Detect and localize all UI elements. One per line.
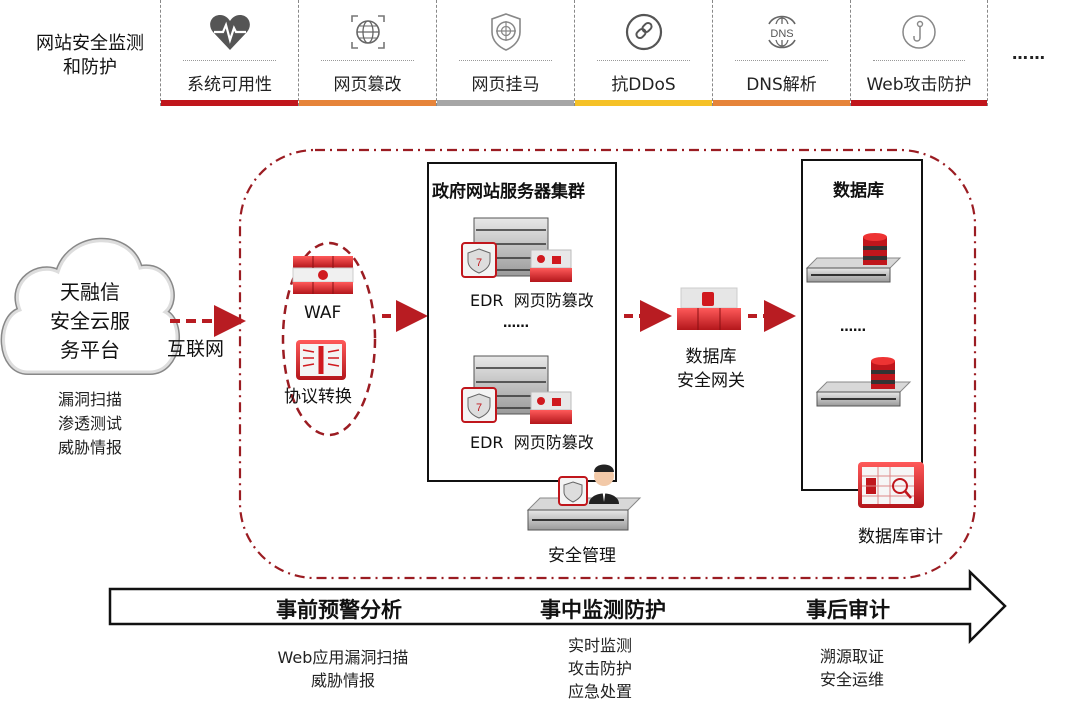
cloud-service-item: 威胁情报 xyxy=(57,438,122,457)
db-audit-label: 数据库审计 xyxy=(858,527,943,547)
hook-icon xyxy=(902,15,936,49)
heartbeat-icon xyxy=(209,15,250,50)
protocol-converter-icon xyxy=(296,340,346,380)
cluster-ellipsis: …… xyxy=(503,316,529,331)
cloud-label-line1: 天融信 xyxy=(60,280,120,304)
edr-shield-icon: 7 xyxy=(461,242,497,278)
stage-title-in-event: 事中监测防护 xyxy=(540,598,666,622)
feature-color-bar xyxy=(851,100,987,106)
divider xyxy=(873,60,965,61)
cloud-label-line3: 务平台 xyxy=(60,338,120,362)
db-gateway-label: 数据库 安全网关 xyxy=(676,345,746,393)
feature-color-bar xyxy=(437,100,574,106)
feature-label: 网页篡改 xyxy=(333,75,402,95)
stage-title-pre-event: 事前预警分析 xyxy=(276,598,402,622)
stage-items-in-event: 实时监测 攻击防护 应急处置 xyxy=(560,634,640,703)
edr-shield-icon: 7 xyxy=(461,387,497,423)
divider xyxy=(459,60,552,61)
waf-icon xyxy=(292,256,354,294)
cloud-service-item: 渗透测试 xyxy=(57,414,122,433)
db-gateway-label-line2: 安全网关 xyxy=(677,371,745,391)
stage-items-post-event: 溯源取证 安全运维 xyxy=(812,645,892,691)
svg-text:DNS: DNS xyxy=(770,28,793,40)
feature-color-bar xyxy=(299,100,436,106)
feature-label: 抗DDoS xyxy=(611,75,676,95)
waf-label: WAF xyxy=(304,303,342,323)
db-audit-icon xyxy=(858,462,924,508)
db-gateway-icon xyxy=(677,287,741,330)
tamper-protection-icon xyxy=(530,249,572,282)
feature-color-bar xyxy=(161,100,298,106)
divider xyxy=(597,60,690,61)
feature-label: 系统可用性 xyxy=(187,75,272,95)
svg-text:7: 7 xyxy=(476,402,482,414)
stage-item: 攻击防护 xyxy=(567,659,632,678)
section-title: 网站安全监测 和防护 xyxy=(20,32,160,80)
feature-color-bar xyxy=(713,100,850,106)
management-server-icon xyxy=(526,497,642,531)
database-server-icon xyxy=(815,357,912,407)
dns-globe-icon: DNS xyxy=(767,15,796,49)
tamper-protection-icon xyxy=(530,391,572,424)
cloud-services-list: 漏洞扫描 渗透测试 威胁情报 xyxy=(30,388,150,460)
edge-group-border xyxy=(281,241,377,437)
admin-user-icon xyxy=(589,464,619,504)
stage-item: 实时监测 xyxy=(567,636,632,655)
link-icon xyxy=(625,13,662,51)
feature-anti-ddos: 抗DDoS xyxy=(574,0,712,106)
database-server-icon xyxy=(805,233,902,283)
feature-web-trojan: 网页挂马 xyxy=(436,0,574,106)
cloud-icon xyxy=(0,237,180,375)
svg-text:7: 7 xyxy=(476,257,482,269)
divider xyxy=(321,60,414,61)
db-gateway-label-line1: 数据库 xyxy=(685,347,737,367)
security-management-label: 安全管理 xyxy=(548,546,616,566)
stage-item: 安全运维 xyxy=(819,670,884,689)
database-title: 数据库 xyxy=(833,181,884,201)
feature-label: 网页挂马 xyxy=(471,75,540,95)
stage-title-post-event: 事后审计 xyxy=(806,598,890,622)
feature-system-availability: 系统可用性 xyxy=(160,0,298,106)
globe-icon xyxy=(350,15,385,49)
feature-color-bar xyxy=(575,100,712,106)
stage-item: 应急处置 xyxy=(567,682,632,701)
edr-label-2: EDR 网页防篡改 xyxy=(470,433,594,452)
stage-item: 溯源取证 xyxy=(819,647,884,666)
server-cluster-title: 政府网站服务器集群 xyxy=(432,182,585,202)
section-title-line2: 和防护 xyxy=(63,57,117,78)
feature-web-tamper: 网页篡改 xyxy=(298,0,436,106)
internet-label: 互联网 xyxy=(167,338,225,360)
database-ellipsis: …… xyxy=(840,320,866,335)
more-ellipsis: …… xyxy=(1012,44,1046,63)
protection-zone-border xyxy=(238,148,977,580)
server-cluster-box xyxy=(427,162,617,482)
cloud-platform-label: 天融信 安全云服 务平台 xyxy=(30,278,150,365)
feature-label: Web攻击防护 xyxy=(866,75,972,95)
stage-item: 威胁情报 xyxy=(310,671,375,690)
shield-target-icon xyxy=(490,13,521,51)
divider xyxy=(183,60,276,61)
divider xyxy=(735,60,828,61)
edr-label-1: EDR 网页防篡改 xyxy=(470,291,594,310)
feature-dns: DNS DNS解析 xyxy=(712,0,850,106)
section-title-line1: 网站安全监测 xyxy=(36,33,144,54)
stage-items-pre-event: Web应用漏洞扫描 威胁情报 xyxy=(268,646,418,692)
edr-shield-icon xyxy=(558,476,588,506)
stage-item: Web应用漏洞扫描 xyxy=(277,648,409,667)
cloud-service-item: 漏洞扫描 xyxy=(57,390,122,409)
timeline-arrow xyxy=(108,569,1007,645)
feature-web-attack: Web攻击防护 xyxy=(850,0,988,106)
protocol-converter-label: 协议转换 xyxy=(284,387,352,407)
cloud-label-line2: 安全云服 xyxy=(50,309,130,333)
feature-label: DNS解析 xyxy=(746,75,817,95)
